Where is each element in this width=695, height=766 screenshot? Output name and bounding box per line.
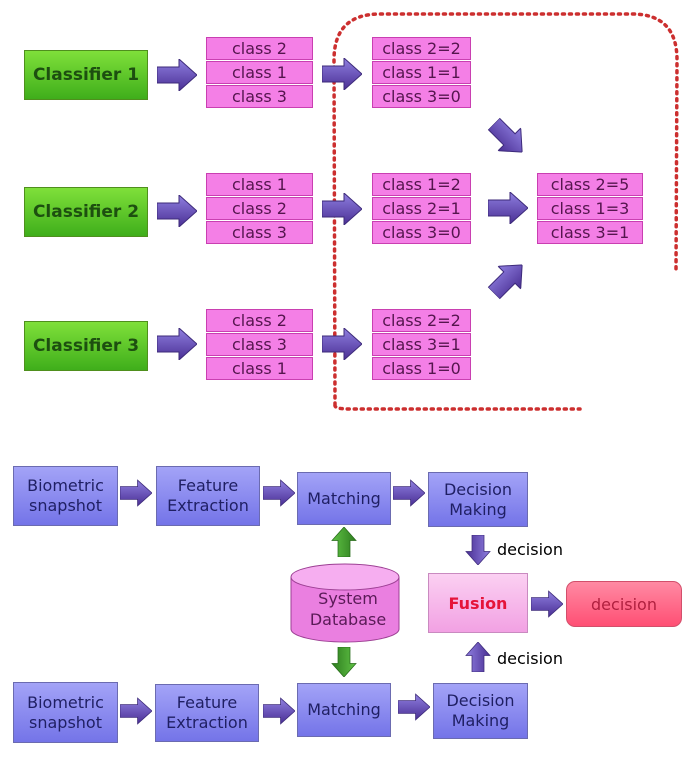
rank-item: class 2 [206, 309, 313, 332]
fusion-label: Fusion [448, 593, 508, 613]
votes-list-2: class 1=2 class 2=1 class 3=0 [372, 173, 471, 245]
arrow-icon [263, 697, 295, 725]
system-database-label: System Database [309, 589, 387, 629]
matching-box-top: Matching [297, 472, 391, 525]
vote-item: class 2=1 [372, 197, 471, 220]
vote-item: class 1=1 [372, 61, 471, 84]
classifier-3-box: Classifier 3 [24, 321, 148, 371]
classifier-label: Classifier 1 [32, 65, 140, 85]
arrow-icon [157, 328, 197, 360]
result-item: class 1=3 [537, 197, 643, 220]
arrow-icon [120, 697, 152, 725]
result-list: class 2=5 class 1=3 class 3=1 [537, 173, 643, 245]
arrow-icon [322, 193, 362, 225]
classifier-2-box: Classifier 2 [24, 187, 148, 237]
result-item: class 2=5 [537, 173, 643, 196]
vote-item: class 1=0 [372, 357, 471, 380]
decision-output-label: decision [591, 594, 657, 614]
rank-item: class 1 [206, 357, 313, 380]
arrow-down-icon [331, 647, 357, 677]
decision-making-box-bottom: Decision Making [433, 683, 528, 739]
arrow-icon [322, 58, 362, 90]
biometric-snapshot-box-top: Biometric snapshot [13, 466, 118, 526]
decision-edge-label-top: decision [497, 540, 563, 559]
arrow-up-icon [331, 527, 357, 557]
arrow-icon [263, 479, 295, 507]
ranking-list-1: class 2 class 1 class 3 [206, 37, 313, 109]
feature-extraction-box-bottom: Feature Extraction [155, 684, 259, 742]
arrow-icon [120, 479, 152, 507]
classifier-label: Classifier 3 [32, 336, 140, 356]
rank-item: class 3 [206, 221, 313, 244]
votes-list-1: class 2=2 class 1=1 class 3=0 [372, 37, 471, 109]
arrow-up-icon [465, 642, 491, 672]
rank-item: class 1 [206, 173, 313, 196]
rank-item: class 1 [206, 61, 313, 84]
vote-item: class 1=2 [372, 173, 471, 196]
arrow-icon [393, 479, 425, 507]
arrow-icon [488, 192, 528, 224]
arrow-diag-up-icon [482, 253, 534, 305]
arrow-icon [398, 693, 430, 721]
decision-edge-label-bottom: decision [497, 649, 563, 668]
biometric-snapshot-box-bottom: Biometric snapshot [13, 682, 118, 743]
votes-list-3: class 2=2 class 3=1 class 1=0 [372, 309, 471, 381]
decision-making-box-top: Decision Making [428, 472, 528, 527]
arrow-icon [157, 59, 197, 91]
arrow-icon [157, 195, 197, 227]
rank-item: class 2 [206, 37, 313, 60]
vote-item: class 3=1 [372, 333, 471, 356]
feature-extraction-box-top: Feature Extraction [156, 466, 260, 526]
dotted-boundary [332, 12, 679, 411]
arrow-icon [531, 590, 563, 618]
vote-item: class 3=0 [372, 221, 471, 244]
arrow-down-icon [465, 535, 491, 565]
matching-box-bottom: Matching [297, 683, 391, 737]
rank-item: class 3 [206, 85, 313, 108]
fusion-box: Fusion [428, 573, 528, 633]
vote-item: class 2=2 [372, 37, 471, 60]
decision-output-box: decision [566, 581, 682, 627]
rank-item: class 3 [206, 333, 313, 356]
classifier-label: Classifier 2 [32, 202, 140, 222]
result-item: class 3=1 [537, 221, 643, 244]
arrow-diag-down-icon [482, 112, 534, 164]
ranking-list-3: class 2 class 3 class 1 [206, 309, 313, 381]
arrow-icon [322, 328, 362, 360]
database-cylinder [290, 563, 400, 643]
ranking-list-2: class 1 class 2 class 3 [206, 173, 313, 245]
vote-item: class 2=2 [372, 309, 471, 332]
vote-item: class 3=0 [372, 85, 471, 108]
classifier-1-box: Classifier 1 [24, 50, 148, 100]
rank-item: class 2 [206, 197, 313, 220]
